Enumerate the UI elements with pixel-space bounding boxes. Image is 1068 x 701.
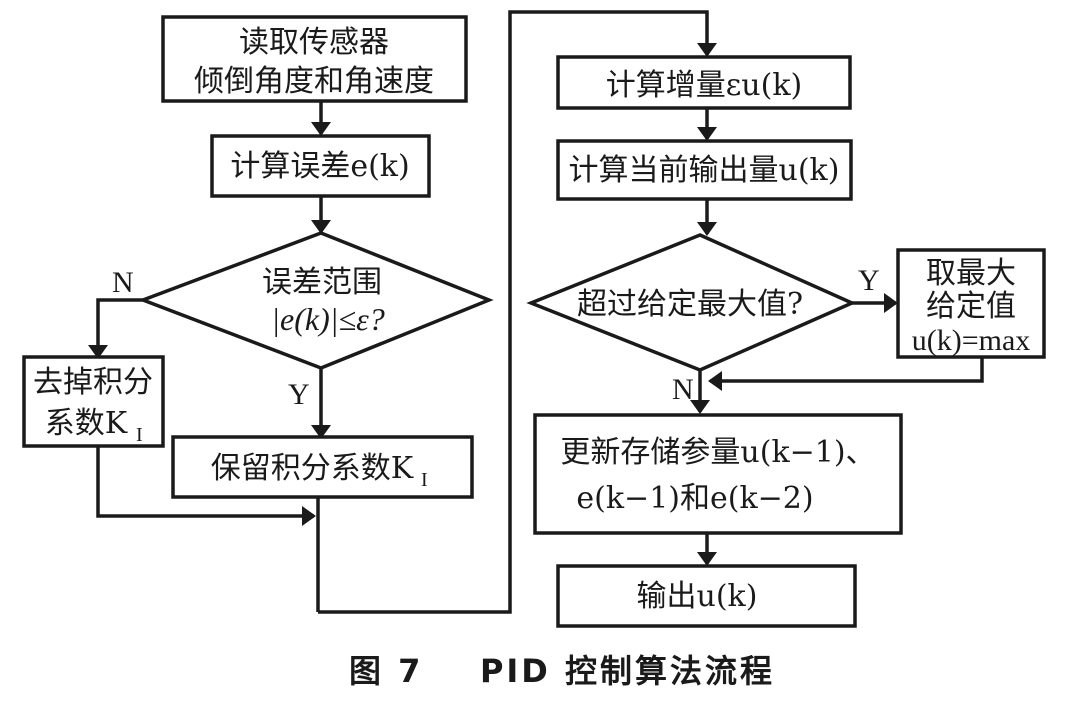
remove-integral-sub: I (136, 424, 143, 446)
decision-error-range: 误差范围 |e(k)|≤ε? (138, 231, 494, 370)
calc-increment-label: 计算增量εu(k) (606, 68, 802, 103)
arrow-remove-integral-merge (96, 446, 316, 526)
take-max-line1: 取最大 (926, 256, 1016, 291)
label-exceed-no: N (672, 373, 694, 406)
calc-error-label: 计算误差e(k) (230, 149, 409, 184)
arrow-error-no (88, 298, 143, 359)
error-range-line1: 误差范围 (262, 265, 382, 300)
node-update-params: 更新存储参量u(k−1)、 e(k−1)和e(k−2) (533, 413, 903, 535)
node-read-sensor: 读取传感器 倾倒角度和角速度 (161, 15, 468, 103)
calc-output-label: 计算当前输出量u(k) (569, 153, 840, 188)
take-max-line3: u(k)=max (912, 324, 1031, 357)
node-calc-output: 计算当前输出量u(k) (556, 139, 853, 201)
update-params-line2: e(k−1)和e(k−2) (576, 481, 813, 516)
node-output: 输出u(k) (556, 564, 857, 628)
read-sensor-line2: 倾倒角度和角速度 (194, 64, 434, 99)
decision-exceed-max: 超过给定最大值? (526, 233, 857, 372)
keep-integral-label: 保留积分系数K (211, 451, 414, 486)
node-calc-error: 计算误差e(k) (210, 134, 431, 198)
label-error-yes: Y (288, 378, 310, 411)
keep-integral-sub: I (421, 469, 428, 491)
remove-integral-line1: 去掉积分 (33, 365, 153, 400)
node-calc-increment: 计算增量εu(k) (556, 55, 852, 110)
take-max-line2: 给定值 (926, 289, 1016, 324)
arrow-take-max-merge (708, 357, 984, 391)
error-range-line2: |e(k)|≤ε? (271, 301, 384, 337)
figure-caption: 图 7 PID 控制算法流程 (349, 652, 775, 690)
label-error-no: N (112, 266, 134, 299)
output-label: 输出u(k) (637, 579, 758, 614)
exceed-max-label: 超过给定最大值? (577, 287, 803, 322)
node-keep-integral: 保留积分系数K I (171, 435, 474, 499)
node-remove-integral: 去掉积分 系数K I (22, 355, 165, 448)
read-sensor-line1: 读取传感器 (239, 25, 389, 60)
label-exceed-yes: Y (858, 264, 880, 297)
update-params-line1: 更新存储参量u(k−1)、 (560, 435, 875, 470)
node-take-max: 取最大 给定值 u(k)=max (896, 248, 1046, 359)
remove-integral-line2: 系数K (45, 406, 128, 441)
connector-to-right-column (318, 10, 717, 614)
